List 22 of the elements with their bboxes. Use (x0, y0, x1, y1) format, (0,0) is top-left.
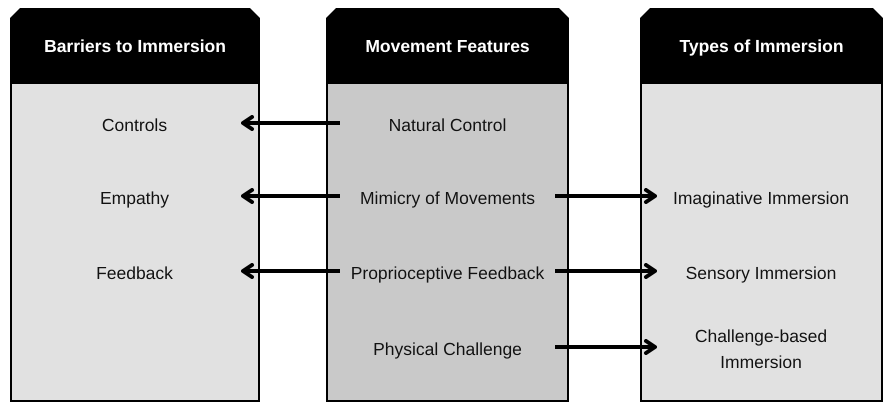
item-label: Imaginative Immersion (655, 185, 867, 211)
column-header: Barriers to Immersion (10, 8, 260, 84)
column-header: Types of Immersion (640, 8, 883, 84)
arrow (241, 188, 340, 204)
item-label: Physical Challenge (340, 336, 555, 362)
arrow (555, 263, 657, 279)
item-label: Challenge-based Immersion (655, 323, 867, 375)
arrow (241, 263, 340, 279)
arrow (555, 188, 657, 204)
item-label: Proprioceptive Feedback (340, 260, 555, 286)
item-label: Feedback (26, 260, 243, 286)
column-header: Movement Features (326, 8, 569, 84)
item-label: Sensory Immersion (655, 260, 867, 286)
column-panel (10, 8, 260, 402)
column-panel (326, 8, 569, 402)
arrow (241, 115, 340, 131)
column-panel (640, 8, 883, 402)
item-label: Empathy (26, 185, 243, 211)
item-label: Natural Control (340, 112, 555, 138)
arrow (555, 339, 657, 355)
item-label: Controls (26, 112, 243, 138)
item-label: Mimicry of Movements (340, 185, 555, 211)
